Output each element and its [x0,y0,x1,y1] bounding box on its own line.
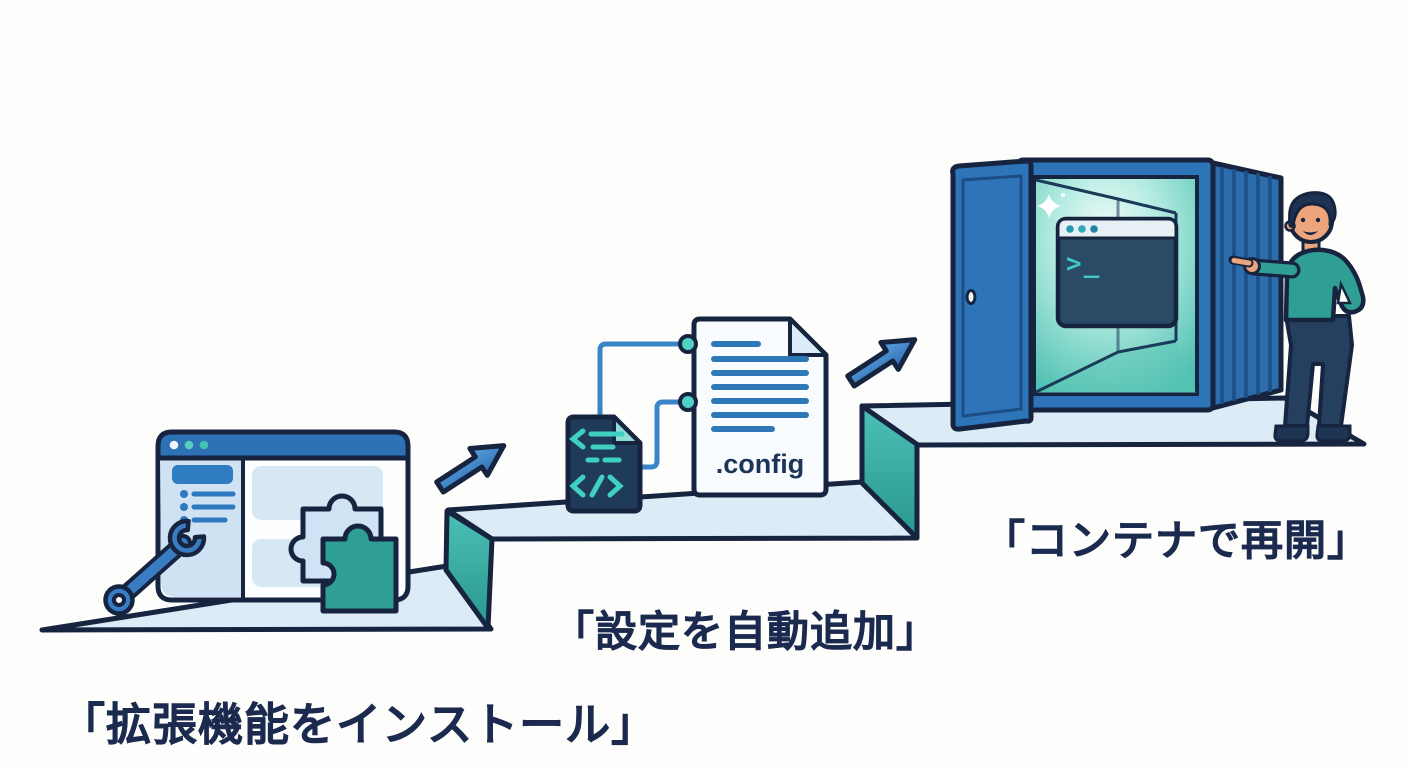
connector-node-icon [678,392,698,412]
door-handle-icon [965,289,977,305]
window-dot-icon [184,440,194,450]
container-door [950,158,1034,432]
arm-gap [1336,279,1352,305]
terminal-titlebar [1056,217,1178,240]
wrench-icon [103,518,207,616]
wrench-head [167,518,207,558]
container-ribs [1220,167,1272,404]
arrow-right-up-icon [434,443,507,495]
step2-config-icon: .config [565,316,829,514]
document-text-lines [711,341,809,432]
person-mouth [1303,231,1318,235]
step3-container-icon: >_ [950,157,1284,432]
step3-caption: 「コンテナで再開」 [983,517,1371,565]
person-eye [1315,217,1321,223]
bullet-icon [180,490,188,498]
interior-floor [1036,342,1196,393]
person-sweater [1283,247,1366,323]
bullet-icon [180,503,188,511]
terminal-dot-icon [1078,225,1086,233]
config-file-label: .config [716,449,805,479]
wrench-ring-hole [112,593,126,607]
step1-caption: 「拡張機能をインストール」 [60,699,658,751]
code-file-fold [612,415,642,445]
puzzle-piece-teal-icon [320,523,399,614]
person-pants [1283,314,1354,428]
config-document-icon [691,316,829,498]
sparkle-dot-icon [1061,193,1065,197]
sparkle-icon [1037,194,1061,218]
step1-browser-window-icon [155,429,411,614]
window-dot-icon [169,440,179,450]
person-shoe [1315,424,1352,443]
person-pointing [1228,191,1366,443]
code-glyphs-icon [568,428,625,498]
config-document-fold [788,317,828,357]
browser-titlebar [155,429,411,461]
person-shoe [1273,424,1310,443]
window-dot-icon [199,440,209,450]
connector-node-icon [678,334,698,354]
flow-arrows [434,337,918,495]
connector-lines [597,341,687,470]
person-eye [1300,217,1306,223]
step2-caption: 「設定を自動追加」 [552,608,940,656]
terminal-dot-icon [1090,225,1098,233]
person-hair [1288,191,1337,228]
arrow-right-up-icon [845,337,918,389]
terminal-prompt: >_ [1066,249,1101,279]
platform-step-2 [445,479,920,542]
pointing-finger [1231,258,1252,266]
sidebar-header-block [172,465,233,484]
terminal-dot-icon [1066,225,1074,233]
door-inner-panel [961,174,1023,418]
